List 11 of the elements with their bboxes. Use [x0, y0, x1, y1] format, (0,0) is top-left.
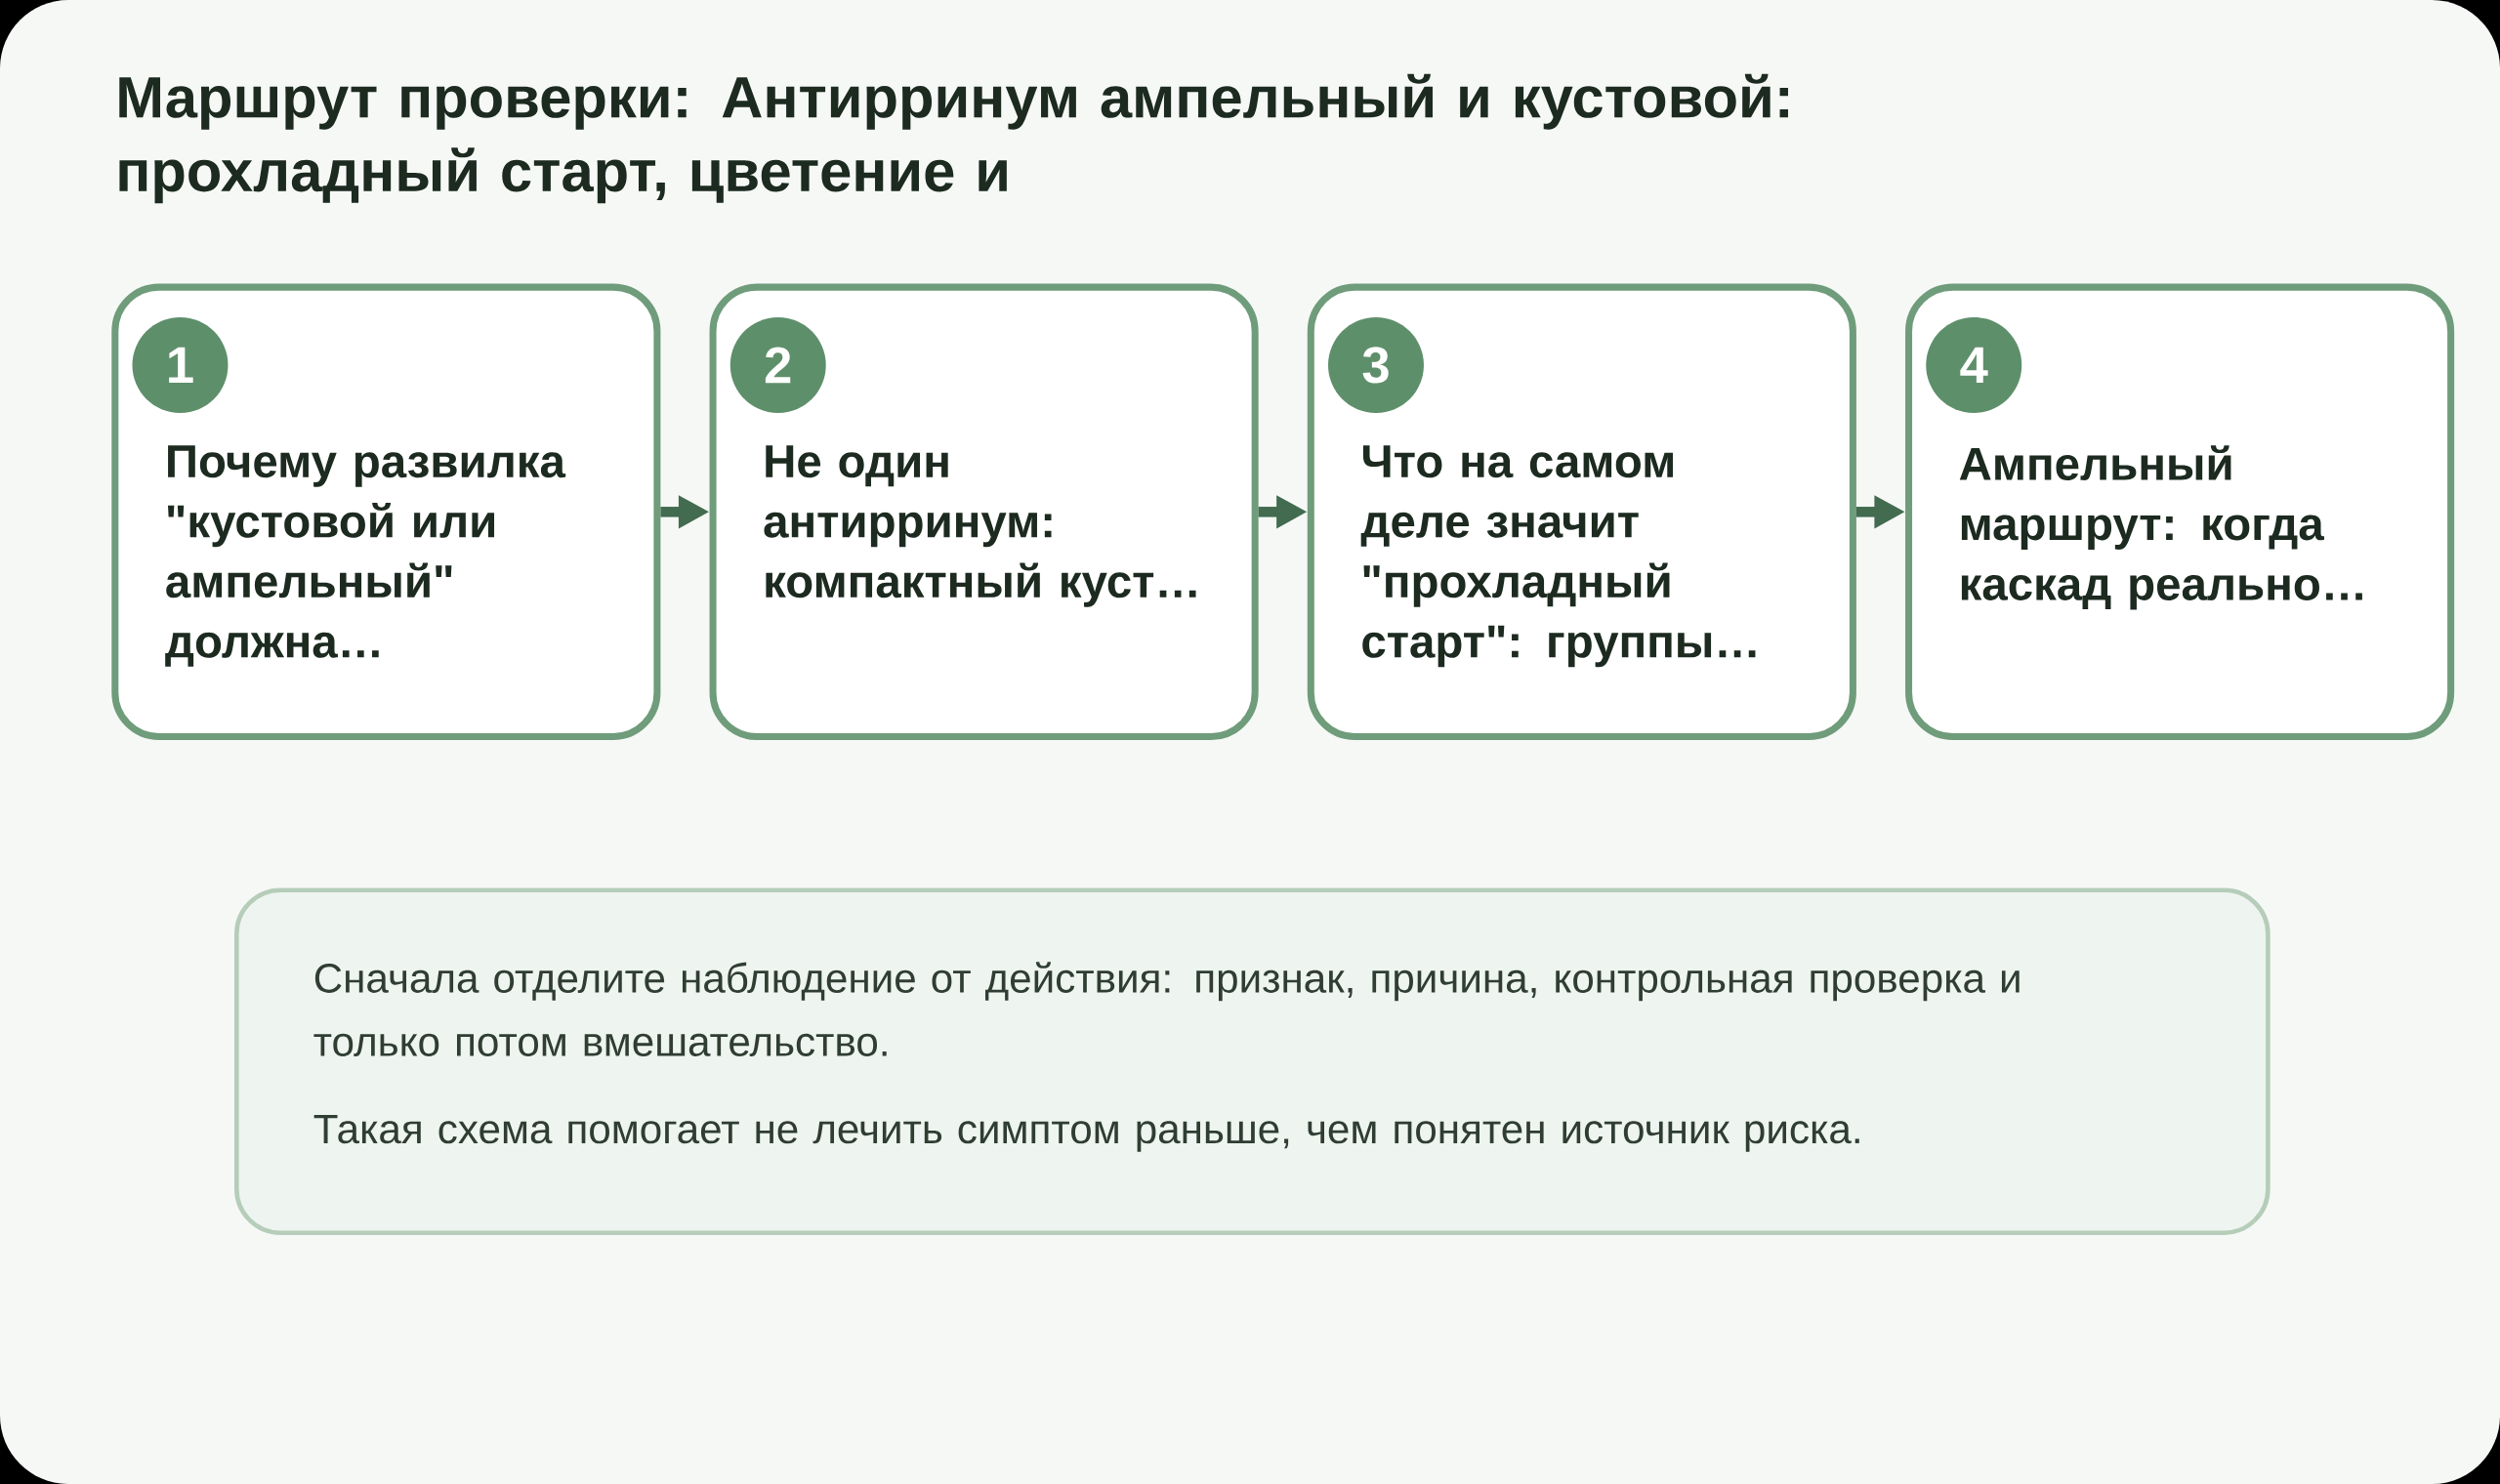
- note-text: Такая схема помогает не лечить симптом раньше, чем понятен источник риска.: [313, 1114, 1859, 1152]
- title: Маршрут проверки: Антирринум ампельный и кустовой: прохладный старт, цветение и: [119, 73, 1788, 204]
- card-text: Не один антирринум: компактный куст…: [764, 445, 1196, 607]
- card-text: Ампельный маршрут: когда каскад реально…: [1959, 445, 2362, 610]
- note-text: Сначала отделите наблюдение от действия: признак, причина, контрольная проверка и только потом вмешательство.: [313, 962, 2020, 1056]
- number-badge: 2: [729, 316, 826, 413]
- card-text: Почему развилка "кустовой или ампельный" должна…: [165, 445, 566, 667]
- card-text: Что на самом деле значит "прохладный старт": группы…: [1360, 445, 1756, 668]
- number-badge: 3: [1328, 316, 1424, 413]
- number-badge: 1: [132, 316, 229, 413]
- number-badge: 4: [1926, 316, 2022, 413]
